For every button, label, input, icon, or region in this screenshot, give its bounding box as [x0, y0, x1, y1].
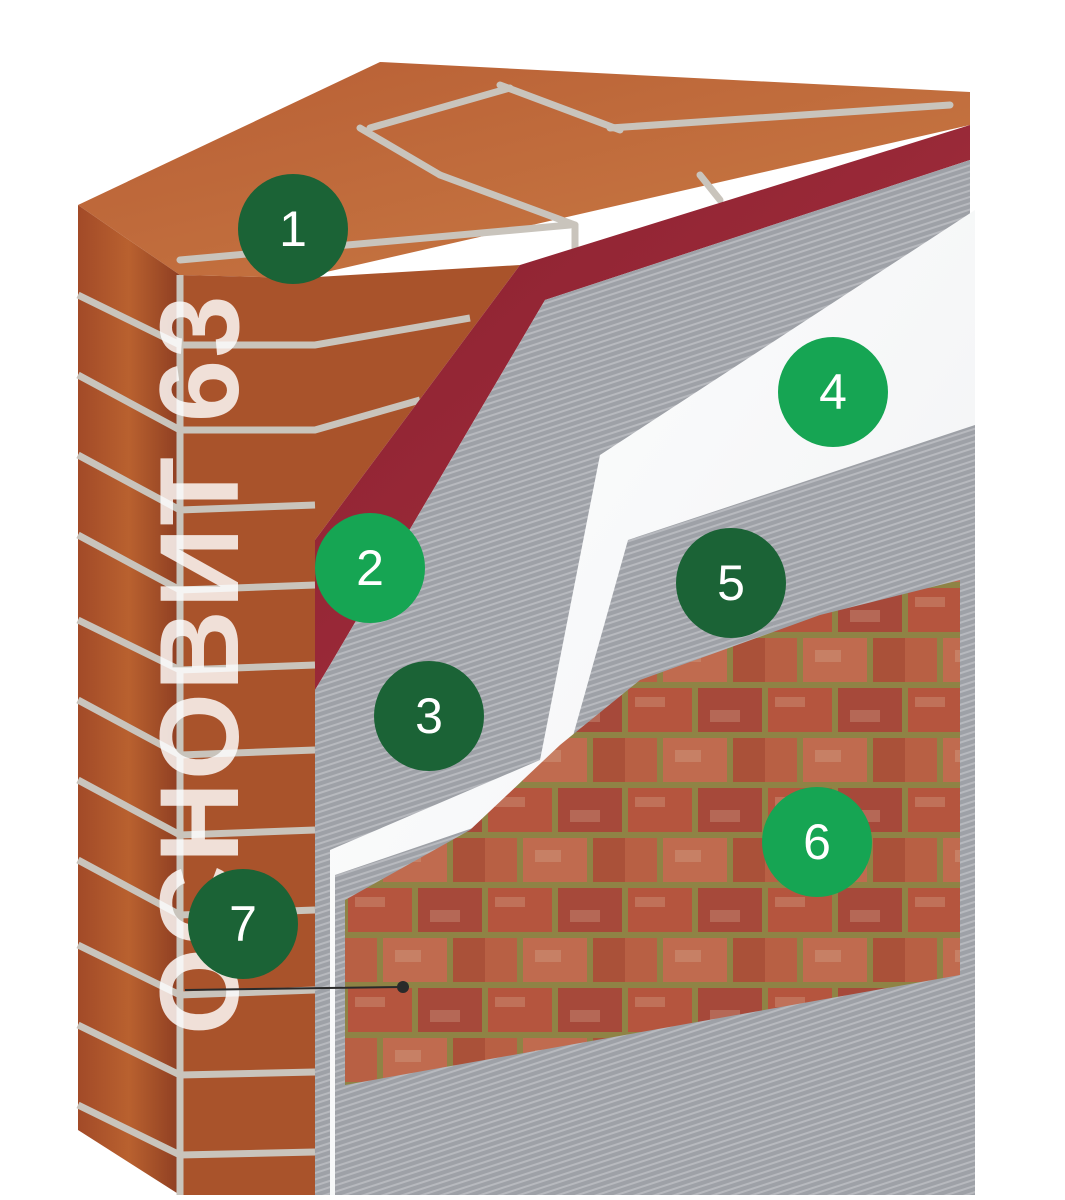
marker-6-label: 6: [803, 814, 831, 870]
marker-2-badge: [315, 513, 425, 623]
marker-6: 6: [762, 787, 872, 897]
marker-2: 2: [315, 513, 425, 623]
marker-7-badge: [188, 869, 298, 979]
marker-2-label: 2: [356, 540, 384, 596]
marker-1-badge: [238, 174, 348, 284]
marker-7-label: 7: [229, 896, 257, 952]
marker-4: 4: [778, 337, 888, 447]
marker-5-label: 5: [717, 555, 745, 611]
marker-1-label: 1: [279, 201, 307, 257]
marker-4-label: 4: [819, 364, 847, 420]
facing-brick-layer: [345, 580, 960, 1085]
marker-4-badge: [778, 337, 888, 447]
marker-1: 1: [238, 174, 348, 284]
marker-7: 7: [188, 869, 298, 979]
marker-3-badge: [374, 661, 484, 771]
marker-3: 3: [374, 661, 484, 771]
marker-3-label: 3: [415, 688, 443, 744]
marker-6-badge: [762, 787, 872, 897]
marker-5: 5: [676, 528, 786, 638]
primer-layer: [315, 125, 970, 690]
leader-line-7: [184, 981, 409, 993]
marker-5-badge: [676, 528, 786, 638]
